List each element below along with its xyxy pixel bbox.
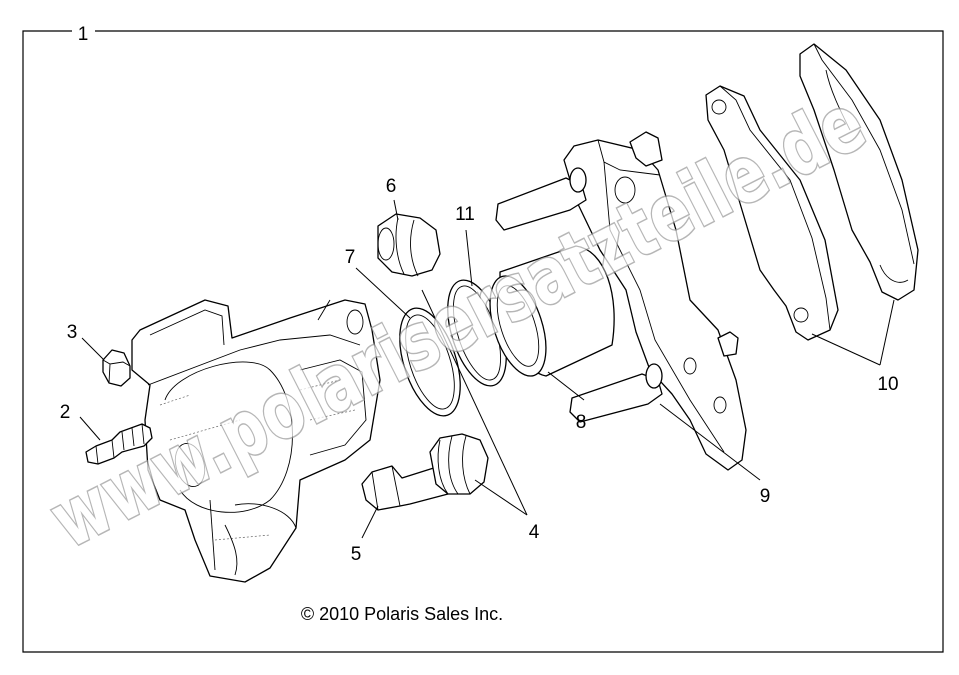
callout-10: 10 [877, 374, 898, 395]
callout-5: 5 [351, 544, 362, 565]
callout-7: 7 [345, 247, 356, 268]
part-9-bracket [495, 131, 747, 471]
copyright-text: © 2010 Polaris Sales Inc. [301, 604, 503, 624]
callout-3: 3 [67, 322, 78, 343]
callout-2: 2 [60, 402, 71, 423]
part-7-seal-ring [399, 307, 461, 417]
part-2-bleeder-screw [85, 423, 153, 465]
leader-lines [79, 199, 895, 539]
callout-1: 1 [78, 24, 89, 45]
callout-4: 4 [529, 522, 540, 543]
part-8-piston [489, 245, 615, 377]
callout-9: 9 [760, 486, 771, 507]
part-3-nut [102, 349, 131, 387]
part-6-boot [377, 213, 441, 277]
diagram-frame [22, 30, 944, 653]
callout-11: 11 [455, 204, 475, 225]
caliper-body [131, 299, 381, 583]
part-10-brake-pads [705, 43, 919, 341]
callout-labels: 1 2 3 4 5 6 7 8 9 10 11 [60, 24, 899, 565]
part-4-boot [429, 433, 489, 495]
callout-8: 8 [576, 412, 587, 433]
callout-6: 6 [386, 176, 397, 197]
